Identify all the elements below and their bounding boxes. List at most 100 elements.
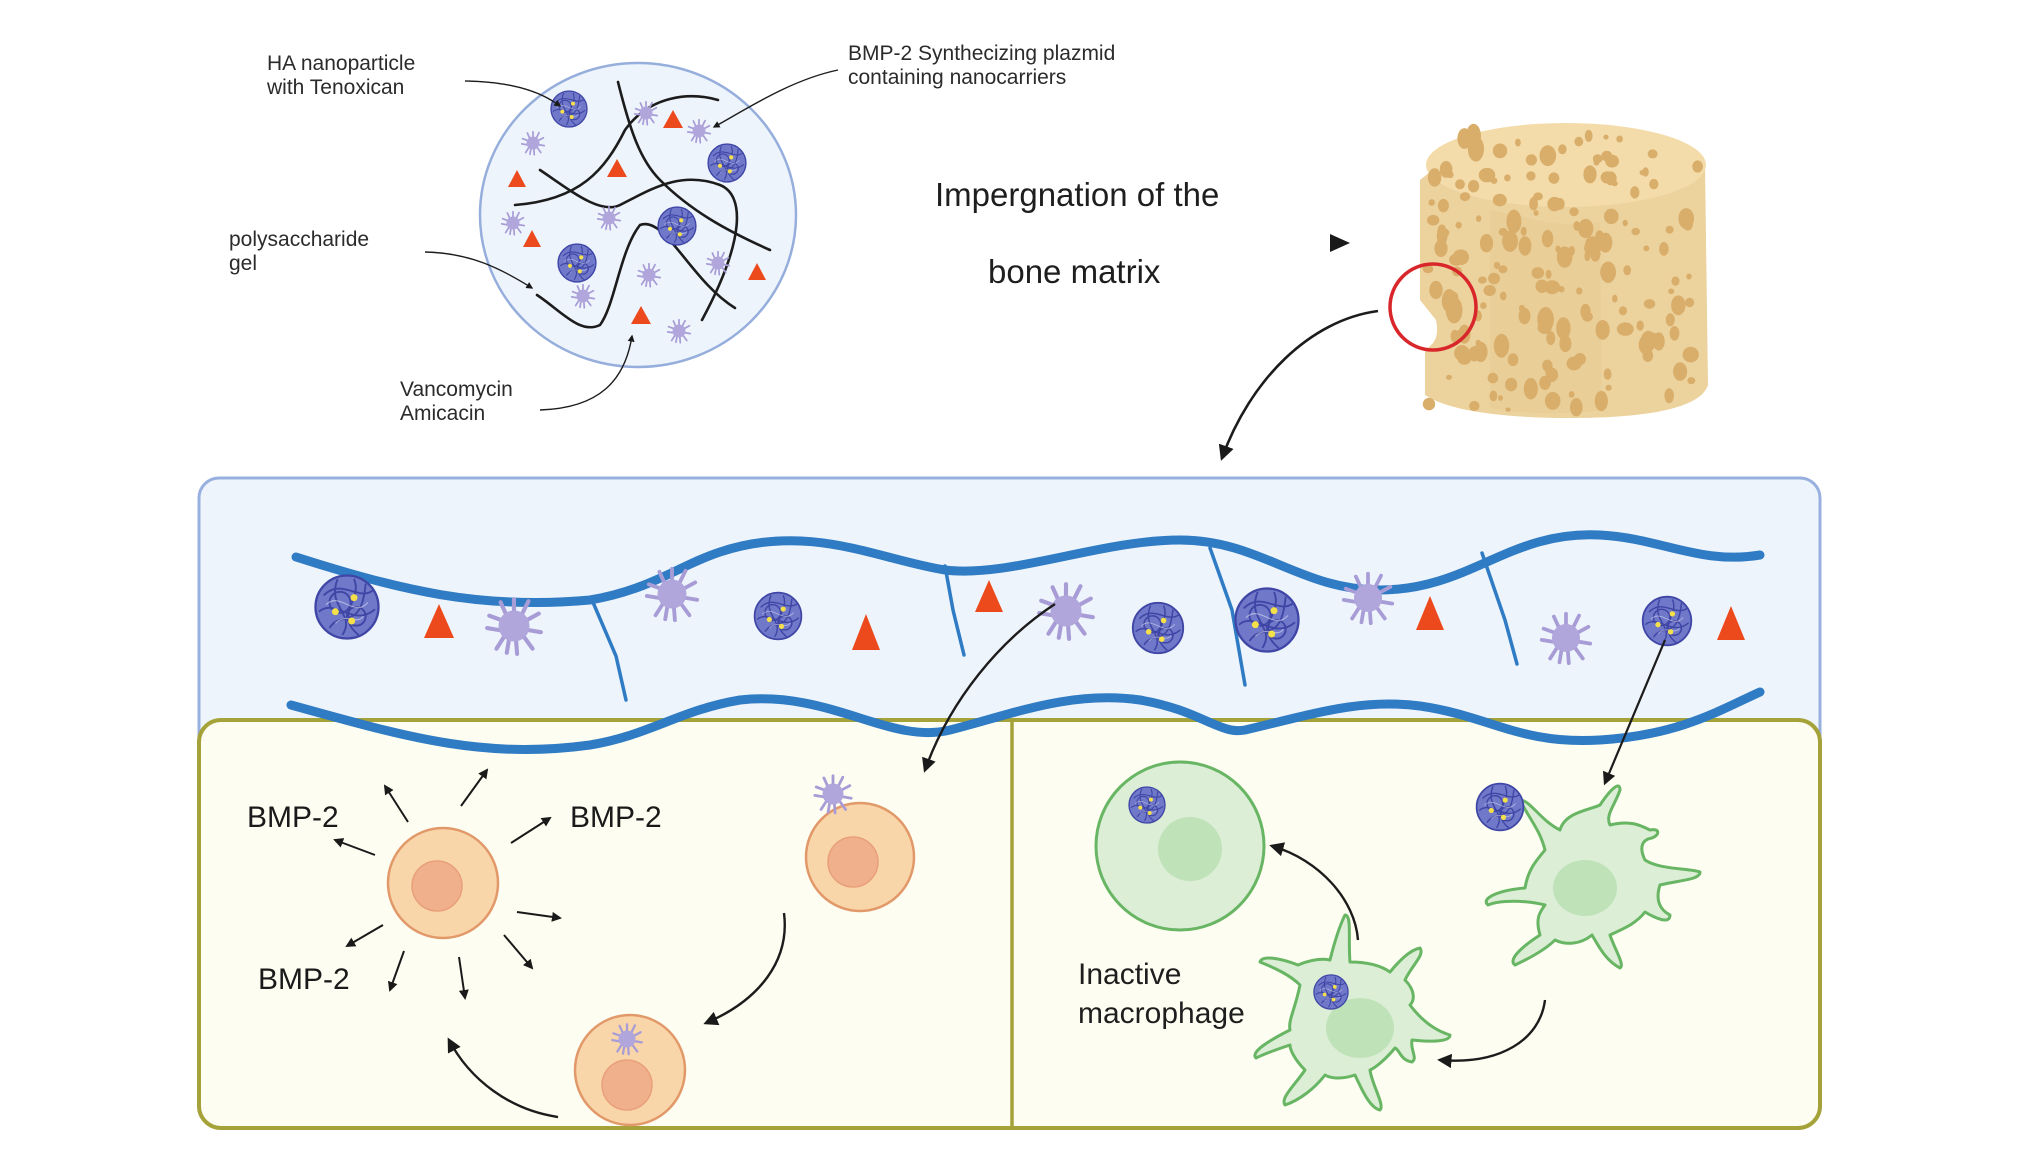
ha-nanoparticle [1234,587,1300,653]
bone-pore [1523,377,1538,400]
bone-pore [1446,374,1452,380]
bone-pore [1531,267,1545,279]
bone-pore [1479,234,1494,253]
polysaccharide-strands [513,80,772,329]
bone-pore [1492,193,1507,207]
ha-nanoparticle [753,591,803,641]
bone-pore [1547,196,1562,212]
bone-pore [1505,407,1511,412]
bone-pore [1475,339,1481,346]
bone-pore [1459,192,1471,202]
ha-nanoparticle-free [1475,782,1525,832]
inactivation-arrow [1269,842,1360,941]
bone-pore [1636,320,1644,331]
bone-pore [1525,154,1537,166]
label-line: macrophage [1078,997,1245,1030]
bone-pore [1422,397,1436,411]
label-line: Vancomycin [400,378,513,401]
bone-pore [1671,276,1680,286]
bone-pore [1489,390,1498,402]
bone-pore [1493,261,1501,270]
bone-pore [1642,167,1649,177]
bone-pore [1605,154,1619,168]
bone-pore [1603,368,1612,380]
label-line: with Tenoxican [267,76,405,100]
bone-pore [1506,209,1522,234]
bone-pore [1492,143,1508,159]
bone-pore [1669,326,1680,341]
bone-pore [1622,219,1628,227]
bone-pore [1504,174,1511,182]
bone-pore [1498,395,1503,401]
bone-pore [1483,285,1496,296]
bone-pore [1692,160,1703,173]
bone-pore [1457,128,1472,149]
bone-pore [1612,180,1618,187]
bone-pore [1437,198,1449,213]
bone-pore [1556,317,1571,340]
bone-pore [1685,297,1695,308]
antibiotic-triangle [424,604,454,638]
bone-pore [1502,230,1518,252]
bone-pore [1545,269,1552,279]
bone-pore [1526,171,1536,181]
bone-pore [1671,295,1686,316]
bone-pore [1428,199,1435,206]
bone-pore [1647,149,1658,159]
bone-pore [1468,179,1480,193]
label-line: polysaccharide [229,228,370,251]
bone-pore [1682,346,1699,363]
ha-nanoparticle [557,243,597,283]
impregnation-arrow [850,234,1350,252]
label-antibiotics: Vancomycin Amicacin [400,378,513,426]
bone-pore [1457,354,1471,365]
bone-pore [1556,246,1573,268]
bone-pore [1643,245,1650,252]
active-macrophage [1484,784,1702,970]
uptake-arrow-right [1602,639,1667,786]
label-line: gel [229,252,258,276]
bone-pore [1558,144,1567,155]
label-ha-nanoparticle: HA nanoparticle with Tenoxican [267,52,415,100]
bone-pore [1623,265,1632,276]
bone-pore [1574,353,1586,366]
bone-pore [1687,377,1696,385]
bone-pore [1545,282,1552,290]
label-line: containing nanocarriers [848,66,1067,90]
ha-nanoparticle [314,574,380,640]
inactive-macrophage [1094,760,1266,932]
differentiation-arrow [447,1037,559,1119]
transfection-arrow [703,912,786,1026]
bone-pore [1580,303,1591,320]
bone-pore [1537,321,1552,334]
bone-pore [1518,307,1531,325]
bone-pore [1583,165,1597,184]
transfected-cell [573,1013,687,1127]
bone-pore [1449,253,1464,266]
bone-pore [1429,280,1443,300]
bone-pore [1533,210,1539,216]
bone-pore [1630,186,1640,199]
antibiotic-triangle [1717,606,1745,640]
bone-pore [1546,331,1556,346]
channel-contents [314,566,1745,666]
bone-pore [1570,398,1583,417]
bone-pore [1569,207,1579,217]
label-bmp2-plasmid: BMP-2 Synthecizing plazmid containing na… [848,42,1115,90]
bone-pore [1649,178,1659,190]
bone-pore [1450,329,1459,343]
bone-pore [1515,138,1521,147]
bone-pore [1673,362,1688,381]
bone-matrix-scaffold [1388,123,1708,419]
label-line: Inactive [1078,958,1182,991]
ha-nanoparticle [1641,595,1693,647]
bone-pore [1476,215,1482,223]
phagocytosing-macrophage [1253,913,1452,1112]
ha-nanoparticle [1313,974,1349,1010]
bone-pore [1652,332,1665,351]
bone-pore [1576,287,1583,295]
bone-pore [1631,227,1640,236]
bone-pore [1604,208,1619,225]
bone-pore [1594,390,1608,412]
